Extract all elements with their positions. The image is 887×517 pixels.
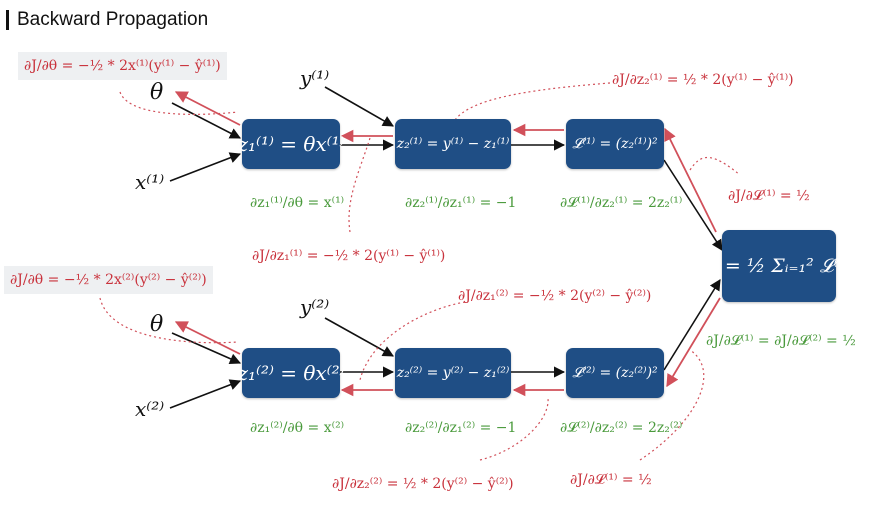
arrow-L-to-J-bottom <box>663 279 721 371</box>
grad-dJ-dz2-top: ∂J/∂z₂⁽¹⁾ = ½ * 2(y⁽¹⁾ − ŷ⁽¹⁾) <box>612 72 794 88</box>
dotted-link-dJdtheta-bottom <box>99 297 239 344</box>
grad-dJ-dL-both: ∂J/∂𝓛⁽¹⁾ = ∂J/∂𝓛⁽²⁾ = ½ <box>706 333 856 349</box>
x-label-top: x⁽¹⁾ <box>135 170 165 194</box>
grad-dJ-dL1-top: ∂J/∂𝓛⁽¹⁾ = ½ <box>728 188 810 204</box>
back-arrow-z1-to-theta-bottom <box>174 321 241 355</box>
node-z2-bottom: z₂⁽²⁾ = y⁽²⁾ − z₁⁽²⁾ <box>395 348 511 398</box>
back-arrow-J-to-L-top <box>664 127 717 233</box>
grad-dz1-dtheta-bottom: ∂z₁⁽²⁾/∂θ = x⁽²⁾ <box>250 420 345 436</box>
dotted-link-dJdz2-top <box>454 82 611 121</box>
node-z1-bottom: z₁⁽²⁾ = θx⁽²⁾ <box>237 348 345 398</box>
theta-label-top: θ <box>150 80 164 105</box>
grad-dJ-dz1-bottom: ∂J/∂z₁⁽²⁾ = −½ * 2(y⁽²⁾ − ŷ⁽²⁾) <box>458 288 652 304</box>
grad-dL-dz2-top: ∂𝓛⁽¹⁾/∂z₂⁽¹⁾ = 2z₂⁽¹⁾ <box>560 195 683 211</box>
y-label-bottom: y⁽²⁾ <box>300 295 330 319</box>
grad-dJ-dL1-bottom: ∂J/∂𝓛⁽¹⁾ = ½ <box>570 472 652 488</box>
grad-dz2-dz1-top: ∂z₂⁽¹⁾/∂z₁⁽¹⁾ = −1 <box>405 195 517 211</box>
arrow-y-to-z2-bottom <box>324 317 394 357</box>
grad-dz2-dz1-bottom: ∂z₂⁽²⁾/∂z₁⁽²⁾ = −1 <box>405 420 517 436</box>
arrow-x-to-z1-top <box>169 152 242 182</box>
arrow-y-to-z2-top <box>324 86 394 127</box>
node-L-bottom: 𝓛⁽²⁾ = (z₂⁽²⁾)² <box>566 348 664 398</box>
title-text: Backward Propagation <box>17 9 209 30</box>
dotted-link-dJdL-bottom <box>639 349 705 461</box>
grad-dJ-dz2-bottom: ∂J/∂z₂⁽²⁾ = ½ * 2(y⁽²⁾ − ŷ⁽²⁾) <box>332 476 514 492</box>
back-arrow-z1-to-theta-top <box>174 91 241 126</box>
arrow-x-to-z1-bottom <box>169 379 242 409</box>
arrow-theta-to-z1-top <box>171 102 241 139</box>
node-J: J = ½ Σᵢ₌₁² 𝓛⁽ⁱ⁾ <box>711 230 847 302</box>
dotted-link-dJdz1-bottom <box>359 301 466 381</box>
grad-dJ-dz1-top: ∂J/∂z₁⁽¹⁾ = −½ * 2(y⁽¹⁾ − ŷ⁽¹⁾) <box>252 248 446 264</box>
dotted-link-dJdz1-top <box>348 137 371 233</box>
arrow-L-to-J-top <box>663 159 723 251</box>
dotted-link-dJdL-top <box>689 157 741 176</box>
grad-dJ-dtheta-bottom: ∂J/∂θ = −½ * 2x⁽²⁾(y⁽²⁾ − ŷ⁽²⁾) <box>4 266 213 294</box>
dotted-link-dJdtheta-top <box>119 91 239 115</box>
node-L-top: 𝓛⁽¹⁾ = (z₂⁽¹⁾)² <box>566 119 664 169</box>
grad-dJ-dtheta-top: ∂J/∂θ = −½ * 2x⁽¹⁾(y⁽¹⁾ − ŷ⁽¹⁾) <box>18 52 227 80</box>
grad-dz1-dtheta-top: ∂z₁⁽¹⁾/∂θ = x⁽¹⁾ <box>250 195 345 211</box>
x-label-bottom: x⁽²⁾ <box>135 397 165 421</box>
y-label-top: y⁽¹⁾ <box>300 66 330 90</box>
arrow-theta-to-z1-bottom <box>171 332 242 365</box>
page-title: Backward Propagation <box>6 8 208 32</box>
theta-label-bottom: θ <box>150 312 164 337</box>
back-arrow-J-to-L-bottom <box>666 297 721 388</box>
title-accent-bar <box>6 10 9 30</box>
node-z1-top: z₁⁽¹⁾ = θx⁽¹⁾ <box>237 119 345 169</box>
dotted-link-dJdz2-bottom <box>479 397 549 461</box>
grad-dL-dz2-bottom: ∂𝓛⁽²⁾/∂z₂⁽²⁾ = 2z₂⁽²⁾ <box>560 420 683 436</box>
node-z2-top: z₂⁽¹⁾ = y⁽¹⁾ − z₁⁽¹⁾ <box>395 119 511 169</box>
